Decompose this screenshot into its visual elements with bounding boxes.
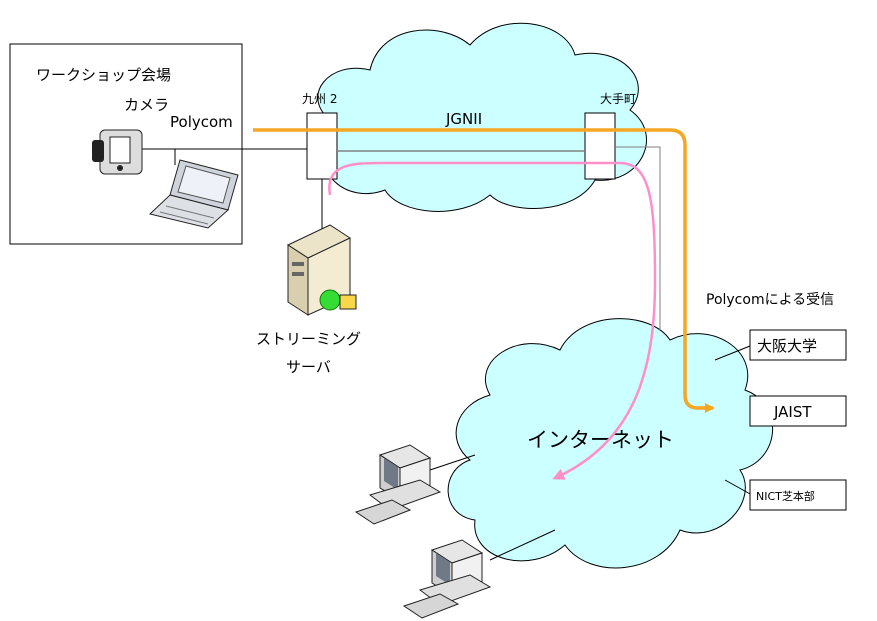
otemachi-router	[584, 112, 616, 180]
pc2-link	[489, 529, 556, 561]
streaming-label-line2: サーバ	[286, 358, 331, 376]
jgn-label: JGNII	[445, 110, 482, 128]
kyushu-label: 九州 2	[302, 92, 337, 106]
pc-icon	[354, 444, 442, 525]
internet-cloud	[447, 318, 773, 569]
camera-icon	[92, 129, 143, 175]
jgn-cloud	[317, 22, 647, 212]
otemachi-label: 大手町	[600, 92, 636, 106]
receiver-box-nict	[749, 479, 847, 511]
receiver-label-nict: NICT芝本部	[756, 489, 815, 503]
nict-link	[724, 479, 753, 496]
laptop-icon	[148, 159, 239, 229]
venue-title: ワークショップ会場	[36, 66, 171, 84]
polycom-path	[253, 128, 715, 413]
polycom-label: Polycom	[170, 113, 233, 131]
otemachi-internet-link	[615, 146, 661, 330]
streaming-label-line1: ストリーミング	[256, 330, 361, 348]
receive-label: Polycomによる受信	[706, 292, 834, 308]
pc-icon	[402, 539, 492, 619]
receiver-label-osaka: 大阪大学	[757, 337, 817, 355]
receiver-label-jaist: JAIST	[773, 403, 812, 421]
streaming-path	[328, 161, 657, 480]
receiver-box-jaist	[749, 395, 847, 427]
receiver-box-osaka	[749, 329, 847, 361]
kyushu-router	[306, 112, 338, 180]
pc1-link	[429, 454, 476, 471]
camera-label: カメラ	[124, 96, 169, 114]
osaka-link	[714, 345, 751, 361]
server-icon	[286, 224, 357, 316]
